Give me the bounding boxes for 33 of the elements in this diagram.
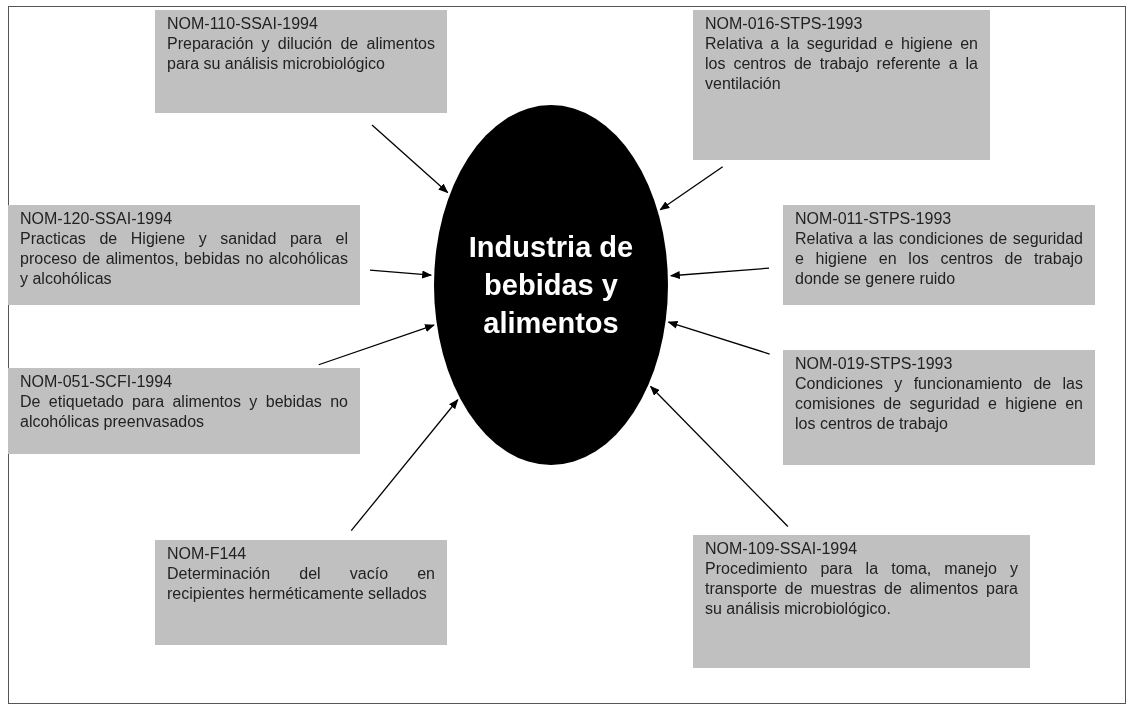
standard-code: NOM-F144 bbox=[167, 544, 248, 564]
arrow bbox=[659, 166, 724, 211]
standard-box bbox=[783, 205, 1095, 305]
arrow bbox=[371, 124, 449, 194]
arrow bbox=[369, 269, 433, 279]
standard-description: Preparación y dilución de alimentos para su análisis microbiológico bbox=[167, 34, 435, 74]
standard-description: Condiciones y funcionamiento de las comisiones de seguridad e higiene en los centros de trabajo bbox=[795, 374, 1083, 434]
standard-description: Relativa a la seguridad e higiene en los centros de trabajo referente a la ventilación bbox=[705, 34, 978, 94]
standard-code: NOM-011-STPS-1993 bbox=[795, 209, 953, 229]
arrow bbox=[667, 321, 771, 355]
standard-description: Relativa a las condiciones de seguridad e higiene en los centros de trabajo donde se genere ruido bbox=[795, 229, 1083, 289]
standard-box bbox=[693, 10, 990, 160]
standard-description: Practicas de Higiene y sanidad para el proceso de alimentos, bebidas no alcohólicas y alcohólicas bbox=[20, 229, 348, 289]
standard-code: NOM-109-SSAI-1994 bbox=[705, 539, 859, 559]
arrow bbox=[649, 385, 789, 528]
standard-box bbox=[693, 535, 1030, 668]
standard-code: NOM-019-STPS-1993 bbox=[795, 354, 954, 374]
standard-description: De etiquetado para alimentos y bebidas no alcohólicas preenvasados bbox=[20, 392, 348, 432]
standard-box bbox=[8, 368, 360, 454]
center-title: Industria de bebidas y alimentos bbox=[467, 230, 635, 341]
arrow bbox=[350, 398, 459, 532]
standard-box bbox=[8, 205, 360, 305]
standard-description: Procedimiento para la toma, manejo y transporte de muestras de alimentos para su análisis microbiológico. bbox=[705, 559, 1018, 619]
standard-code: NOM-110-SSAI-1994 bbox=[167, 14, 319, 34]
standard-code: NOM-051-SCFI-1994 bbox=[20, 372, 174, 392]
arrow bbox=[318, 324, 435, 366]
standard-code: NOM-016-STPS-1993 bbox=[705, 14, 864, 34]
arrow bbox=[669, 267, 770, 280]
standard-description: Determinación del vacío en recipientes herméticamente sellados bbox=[167, 564, 435, 604]
standard-box bbox=[155, 540, 447, 645]
standard-box bbox=[783, 350, 1095, 465]
standard-box bbox=[155, 10, 447, 113]
standard-code: NOM-120-SSAI-1994 bbox=[20, 209, 174, 229]
